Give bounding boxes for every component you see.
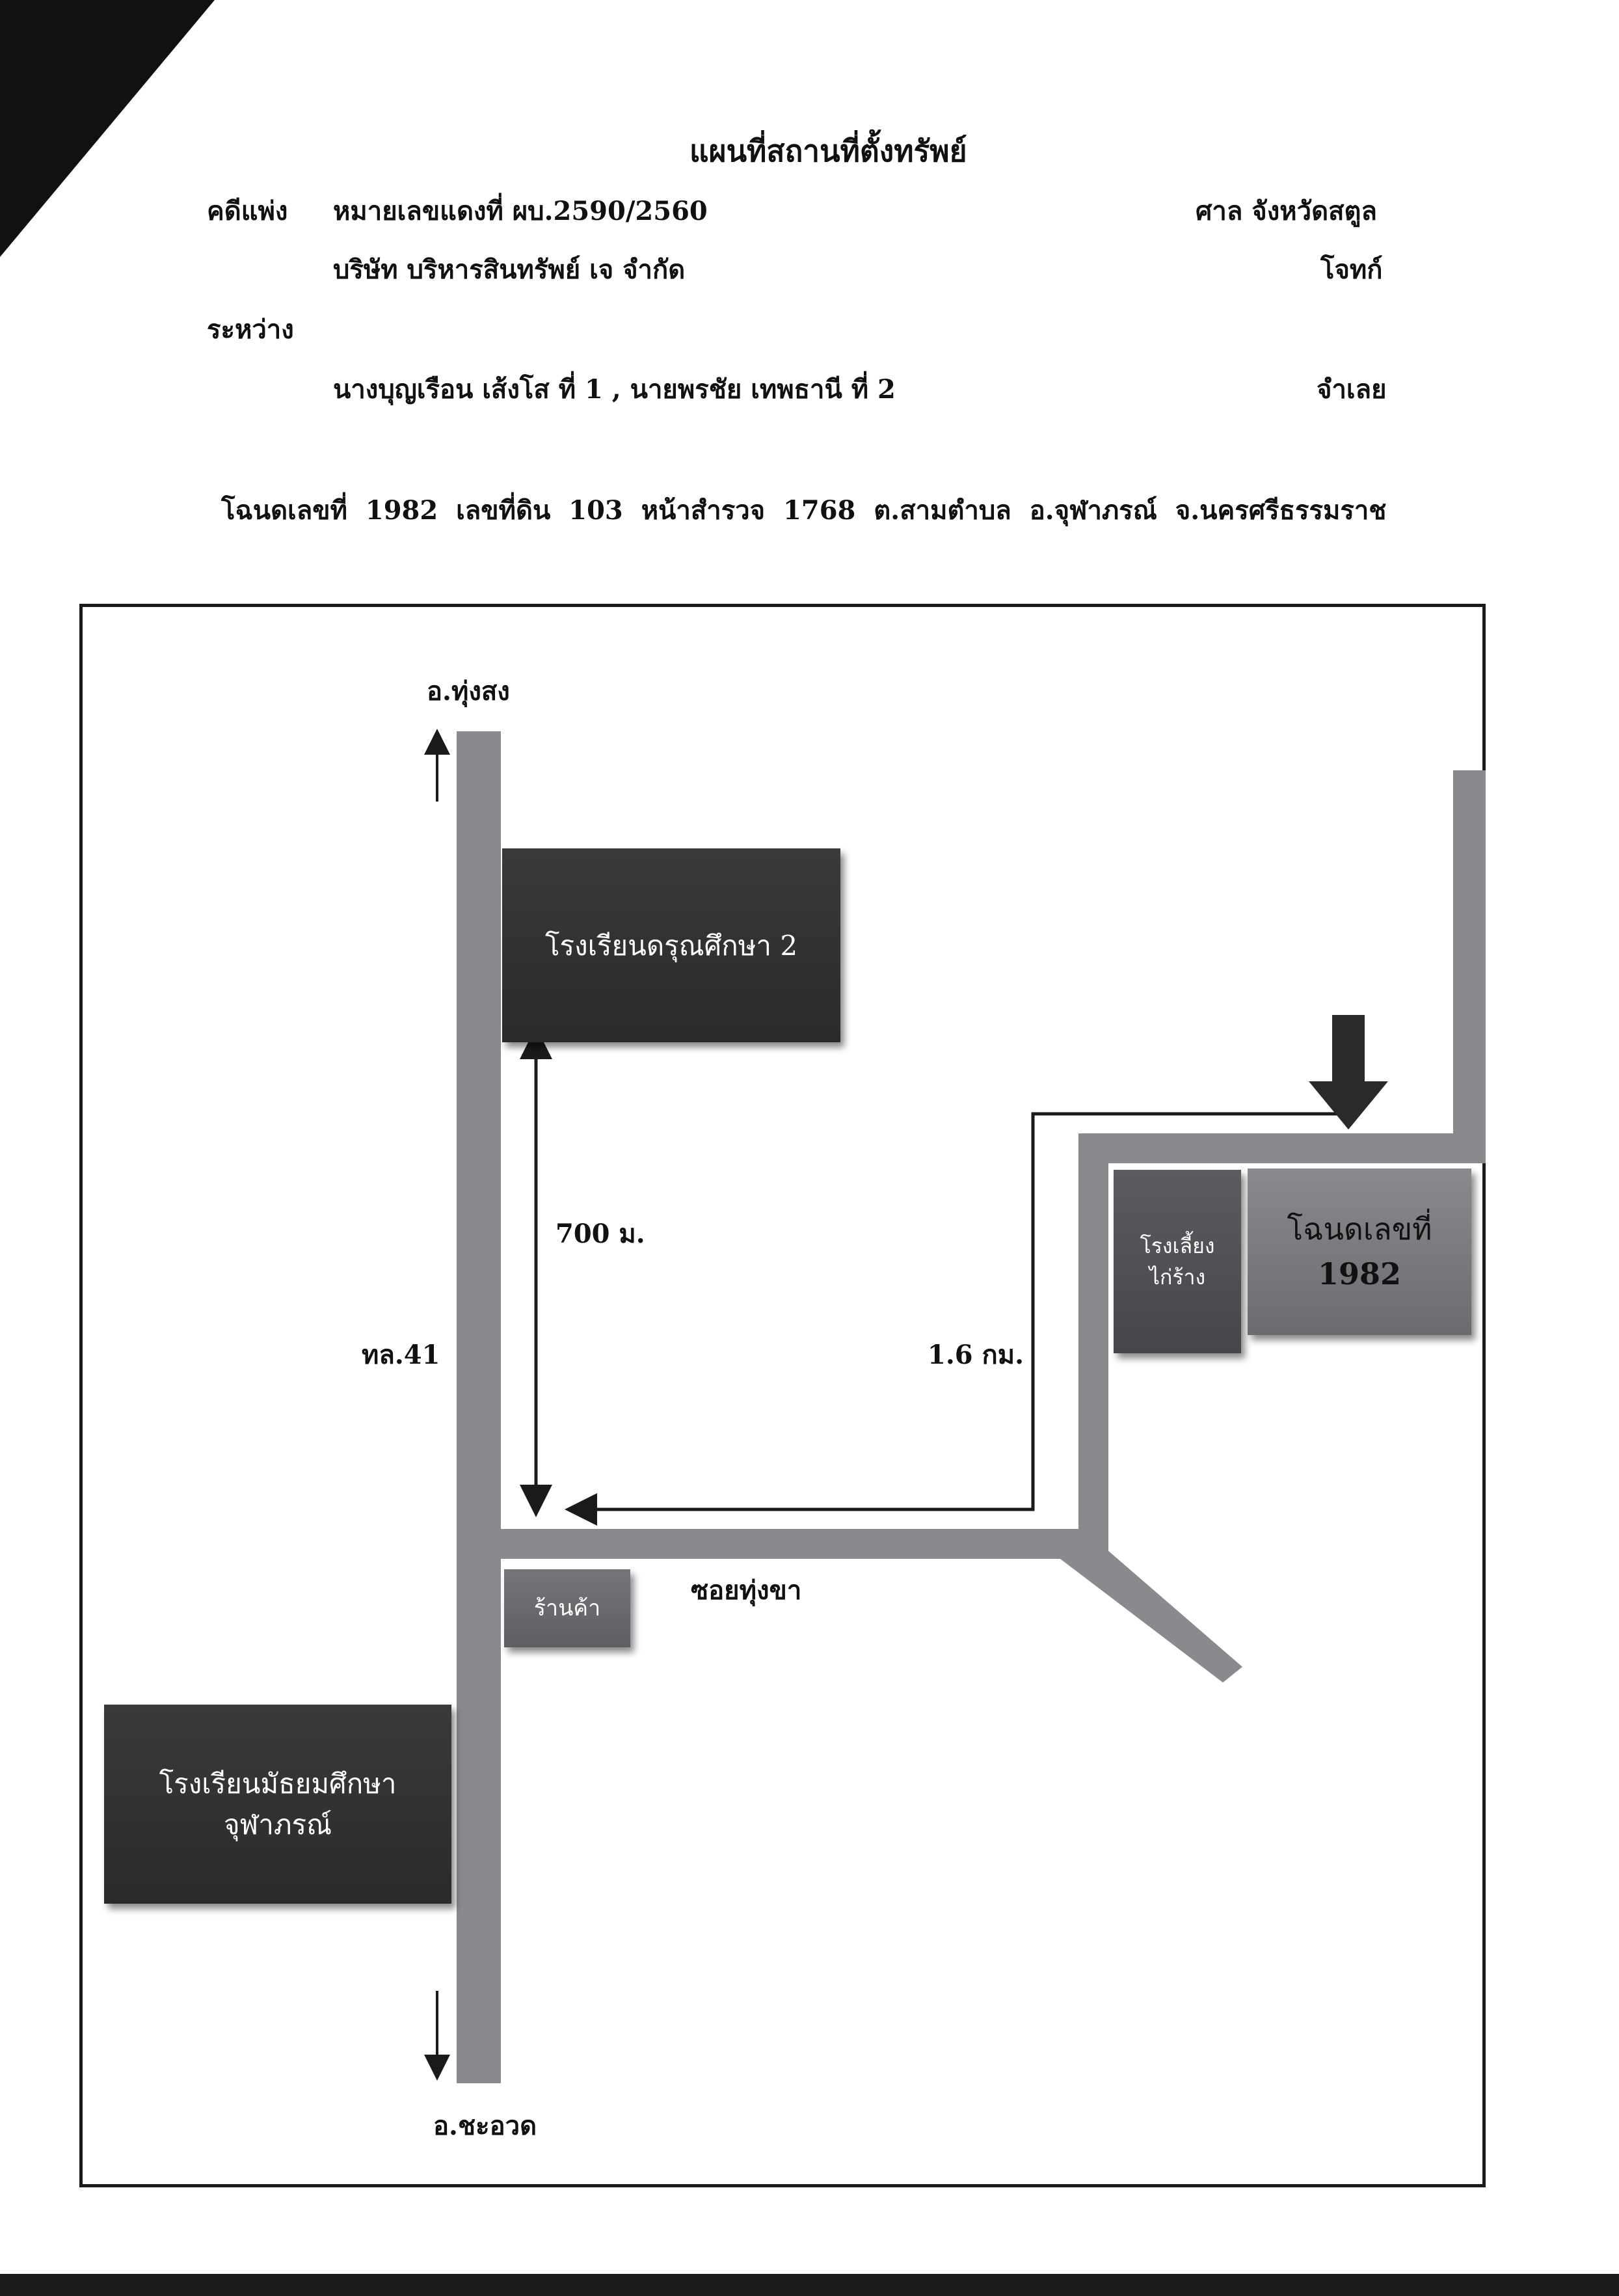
- chicken-line1: โรงเลี้ยง: [1140, 1234, 1215, 1258]
- right-road: [1453, 770, 1486, 1163]
- school-chula-line1: โรงเรียนมัธยมศึกษา: [159, 1768, 397, 1800]
- scan-corner: [0, 0, 215, 257]
- diagonal-road: [1060, 1529, 1242, 1682]
- distance-route-arrow: [565, 1112, 1337, 1526]
- case-number: หมายเลขแดงที่ ผบ.2590/2560: [333, 196, 708, 226]
- map-frame: [79, 604, 1486, 2187]
- soi-label: ซอยทุ่งขา: [691, 1575, 802, 1606]
- chicken-line2: ไก่ร้าง: [1149, 1265, 1206, 1290]
- access-road-vertical: [1078, 1133, 1108, 1559]
- school-chulabhorn: โรงเรียนมัธยมศึกษา จุฬาภรณ์: [104, 1705, 451, 1904]
- between-label: ระหว่าง: [207, 314, 294, 345]
- distance-700m-label: 700 ม.: [555, 1219, 645, 1249]
- defendant-role: จำเลย: [1317, 374, 1387, 405]
- deed-box-line2: 1982: [1317, 1256, 1402, 1291]
- case-type-label: คดีแพ่ง: [207, 196, 288, 226]
- school-darunsuksa-2: โรงเรียนดรุณศึกษา 2: [502, 848, 840, 1042]
- scan-bottom-edge: [0, 2274, 1619, 2296]
- defendant-names: นางบุญเรือน เส้งโส ที่ 1 , นายพรชัย เทพธ…: [333, 374, 896, 405]
- plaintiff-role: โจทก์: [1320, 254, 1383, 285]
- south-destination-label: อ.ชะอวด: [433, 2111, 537, 2141]
- deed-details: โฉนดเลขที่ 1982 เลขที่ดิน 103 หน้าสำรวจ …: [221, 495, 1387, 526]
- north-destination-label: อ.ทุ่งสง: [427, 676, 510, 707]
- soi-road: [501, 1529, 1072, 1559]
- distance-1-6km-label: 1.6 กม.: [928, 1340, 1024, 1370]
- shop-label: ร้านค้า: [533, 1595, 601, 1621]
- school2-label: โรงเรียนดรุณศึกษา 2: [544, 929, 798, 962]
- shop-box: ร้านค้า: [504, 1569, 630, 1647]
- deed-box-line1: โฉนดเลขที่: [1287, 1211, 1432, 1247]
- school-chula-line2: จุฬาภรณ์: [223, 1809, 332, 1841]
- access-road-horizontal: [1078, 1133, 1486, 1163]
- highway-label: ทล.41: [362, 1340, 440, 1370]
- plaintiff-name: บริษัท บริหารสินทรัพย์ เจ จำกัด: [333, 254, 686, 285]
- property-deed-box: โฉนดเลขที่ 1982: [1248, 1168, 1471, 1335]
- page-title: แผนที่สถานที่ตั้งทรัพย์: [689, 133, 967, 169]
- highway-41-road: [457, 731, 501, 2083]
- abandoned-chicken-farm: โรงเลี้ยง ไก่ร้าง: [1114, 1170, 1241, 1353]
- court-name: ศาล จังหวัดสตูล: [1196, 196, 1377, 226]
- property-pointer-arrow: [1309, 1015, 1388, 1129]
